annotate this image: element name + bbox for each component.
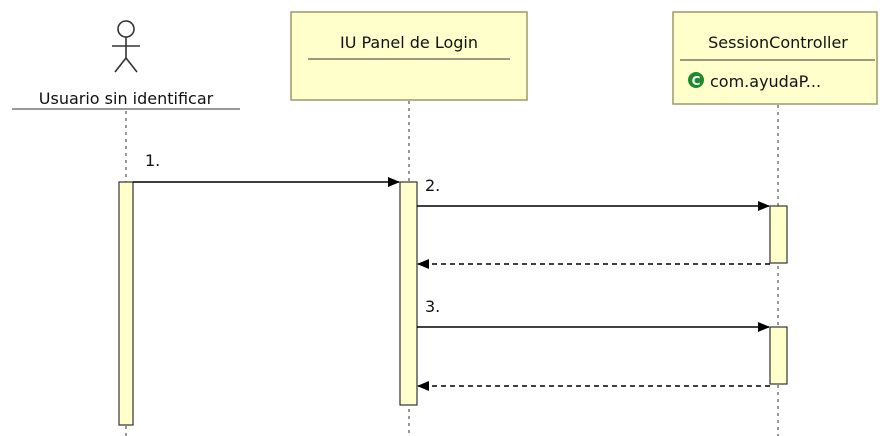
activation-bar-sessioncontroller-1	[769, 205, 788, 264]
lifeline-title: IU Panel de Login	[340, 33, 478, 52]
class-icon-letter: C	[692, 74, 701, 88]
lifeline-box-sessioncontroller[interactable]: SessionController C com.ayudaP...	[672, 11, 878, 105]
actor-name: Usuario sin identificar	[39, 89, 214, 108]
message-3[interactable]: 3.	[417, 297, 770, 332]
lifeline-box-iu-panel-de-login[interactable]: IU Panel de Login	[290, 11, 528, 101]
class-icon: C	[688, 72, 704, 88]
activation-bar-iu-panel-de-login	[399, 181, 418, 406]
message-1[interactable]: 1.	[133, 151, 400, 187]
activation-bar-actor	[118, 181, 134, 426]
lifeline-subtitle: com.ayudaP...	[710, 72, 821, 91]
actor-stick-figure-icon	[112, 20, 140, 73]
message-2[interactable]: 2.	[417, 176, 770, 211]
lifeline-title: SessionController	[708, 33, 848, 52]
message-label: 1.	[145, 151, 160, 170]
message-label: 2.	[425, 176, 440, 195]
message-label: 3.	[425, 297, 440, 316]
activation-bar-sessioncontroller-2	[769, 326, 788, 385]
